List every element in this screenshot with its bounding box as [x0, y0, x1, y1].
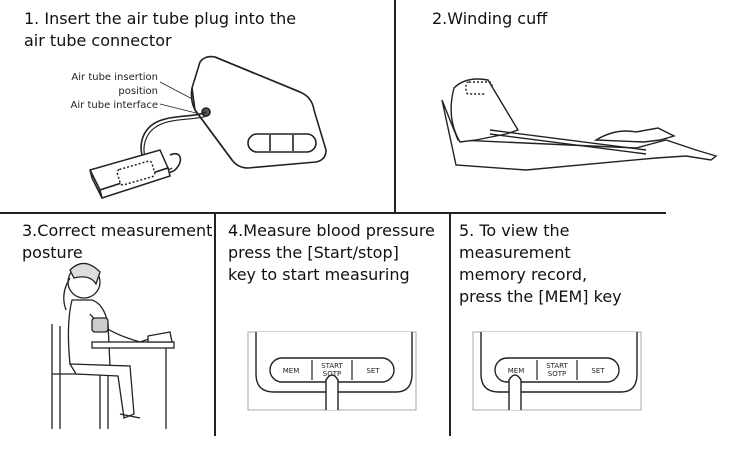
step4-panel: 4.Measure blood pressure press the [Star…: [216, 214, 449, 452]
mem-button-label: MEM: [283, 367, 300, 375]
monitor-connection-illustration: Air tube insertion position Air tube int…: [71, 55, 327, 199]
arm-cuff-illustration: [441, 78, 718, 171]
posture-illustration: [51, 262, 175, 429]
step4-caption: 4.Measure blood pressure press the [Star…: [228, 221, 435, 284]
step3-panel: 3.Correct measurement posture: [0, 214, 214, 452]
set-button-label: SET: [366, 367, 380, 375]
divider-horizontal: [0, 212, 666, 214]
step5-caption: 5. To view the measurement memory record…: [459, 221, 622, 306]
set-button-label: SET: [591, 367, 605, 375]
start-button-label-2: SOTP: [548, 370, 566, 378]
step5-panel: 5. To view the measurement memory record…: [451, 214, 681, 452]
mem-button-label: MEM: [508, 367, 525, 375]
step2-caption: 2.Winding cuff: [432, 9, 548, 28]
step1-panel: 1. Insert the air tube plug into the air…: [0, 0, 394, 212]
monitor-device: [190, 55, 327, 169]
step2-panel: 2.Winding cuff: [396, 0, 731, 212]
start-button-label: START: [321, 362, 343, 370]
start-press-illustration: MEM START SOTP SET: [247, 331, 417, 411]
callout-insertion-label: Air tube insertion: [71, 72, 158, 83]
mem-press-illustration: MEM START SOTP SET: [472, 331, 642, 411]
callout-position-label: position: [118, 86, 158, 97]
divider-bottom-right: [449, 214, 451, 436]
callout-interface-label: Air tube interface: [71, 100, 158, 111]
button-strip: [494, 357, 620, 383]
finger-pressing-start: [325, 374, 339, 410]
step1-caption: 1. Insert the air tube plug into the air…: [24, 9, 297, 50]
finger-pressing-mem: [508, 374, 522, 410]
folded-cuff: [88, 149, 171, 199]
step3-caption: 3.Correct measurement posture: [22, 221, 213, 262]
divider-top-vertical: [394, 0, 396, 212]
divider-bottom-left: [214, 214, 216, 436]
start-button-label: START: [546, 362, 568, 370]
start-button-label-2: SOTP: [323, 370, 341, 378]
